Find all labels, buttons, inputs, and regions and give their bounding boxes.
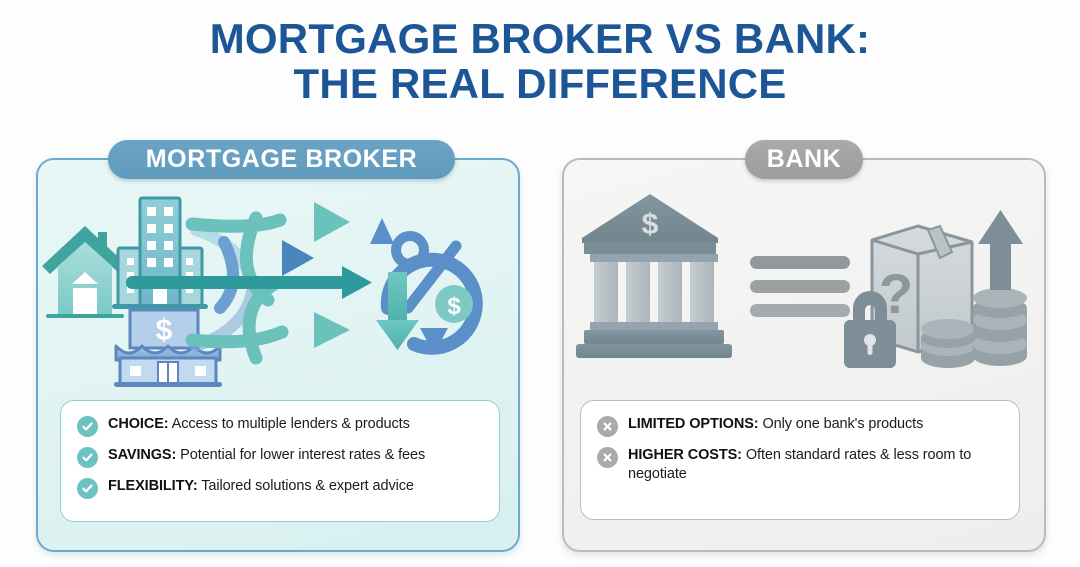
check-circle-icon xyxy=(77,478,98,499)
list-item-text: FLEXIBILITY: Tailored solutions & expert… xyxy=(108,477,414,496)
arrowhead-top xyxy=(314,202,350,242)
broker-badge: MORTGAGE BROKER xyxy=(108,140,455,179)
office-building-icon xyxy=(112,196,208,309)
list-item-body: Potential for lower interest rates & fee… xyxy=(180,447,426,463)
svg-text:$: $ xyxy=(447,293,461,320)
list-item-lead: SAVINGS: xyxy=(108,447,177,463)
coin-stacks-icon xyxy=(921,288,1027,368)
bank-badge: BANK xyxy=(745,140,863,179)
list-item: FLEXIBILITY: Tailored solutions & expert… xyxy=(77,477,483,499)
title-line-2: THE REAL DIFFERENCE xyxy=(293,60,787,108)
list-item-lead: HIGHER COSTS: xyxy=(628,447,742,463)
list-item-text: CHOICE: Access to multiple lenders & pro… xyxy=(108,415,410,434)
list-item: HIGHER COSTS: Often standard rates & les… xyxy=(597,446,1003,483)
list-item-lead: CHOICE: xyxy=(108,416,169,432)
list-item-body: Often standard rates & less room to nego… xyxy=(628,447,972,482)
svg-text:$: $ xyxy=(156,314,173,347)
bank-building-dollar-icon: $ xyxy=(576,194,732,358)
x-circle-icon xyxy=(597,447,618,468)
check-circle-icon xyxy=(77,416,98,437)
broker-illustration: $ xyxy=(42,188,510,388)
arrowhead-mid-upper xyxy=(282,240,314,276)
branching-arrows-icon xyxy=(185,211,289,365)
down-arrow-icon xyxy=(376,272,419,350)
list-item-lead: FLEXIBILITY: xyxy=(108,478,198,494)
list-item: SAVINGS: Potential for lower interest ra… xyxy=(77,446,483,468)
broker-benefits-card: CHOICE: Access to multiple lenders & pro… xyxy=(60,400,500,522)
list-item: CHOICE: Access to multiple lenders & pro… xyxy=(77,415,483,437)
bank-badge-label: BANK xyxy=(766,145,842,173)
padlock-icon xyxy=(844,291,896,368)
bank-drawbacks-card: LIMITED OPTIONS: Only one bank's product… xyxy=(580,400,1020,520)
list-item-body: Tailored solutions & expert advice xyxy=(201,478,414,494)
arrowhead-bottom xyxy=(314,312,350,348)
list-item-lead: LIMITED OPTIONS: xyxy=(628,416,759,432)
storefront-dollar-icon: $ xyxy=(114,308,222,387)
page-title: MORTGAGE BROKER VS BANK: THE REAL DIFFER… xyxy=(0,16,1080,107)
up-arrow-icon xyxy=(978,210,1023,290)
three-bars-icon xyxy=(750,256,850,317)
check-circle-icon xyxy=(77,447,98,468)
list-item-body: Only one bank's products xyxy=(762,416,924,432)
broker-badge-label: MORTGAGE BROKER xyxy=(145,145,418,173)
svg-text:$: $ xyxy=(642,208,659,241)
x-circle-icon xyxy=(597,416,618,437)
list-item-text: HIGHER COSTS: Often standard rates & les… xyxy=(628,446,1003,483)
list-item-body: Access to multiple lenders & products xyxy=(171,416,410,432)
bank-illustration: $ xyxy=(572,188,1036,388)
horizontal-arrow-icon xyxy=(126,266,372,299)
list-item-text: LIMITED OPTIONS: Only one bank's product… xyxy=(628,415,923,434)
house-icon xyxy=(42,226,128,318)
title-line-1: MORTGAGE BROKER VS BANK: xyxy=(209,15,871,62)
list-item-text: SAVINGS: Potential for lower interest ra… xyxy=(108,446,425,465)
percent-dollar-cycle-icon: $ xyxy=(370,218,483,355)
list-item: LIMITED OPTIONS: Only one bank's product… xyxy=(597,415,1003,437)
